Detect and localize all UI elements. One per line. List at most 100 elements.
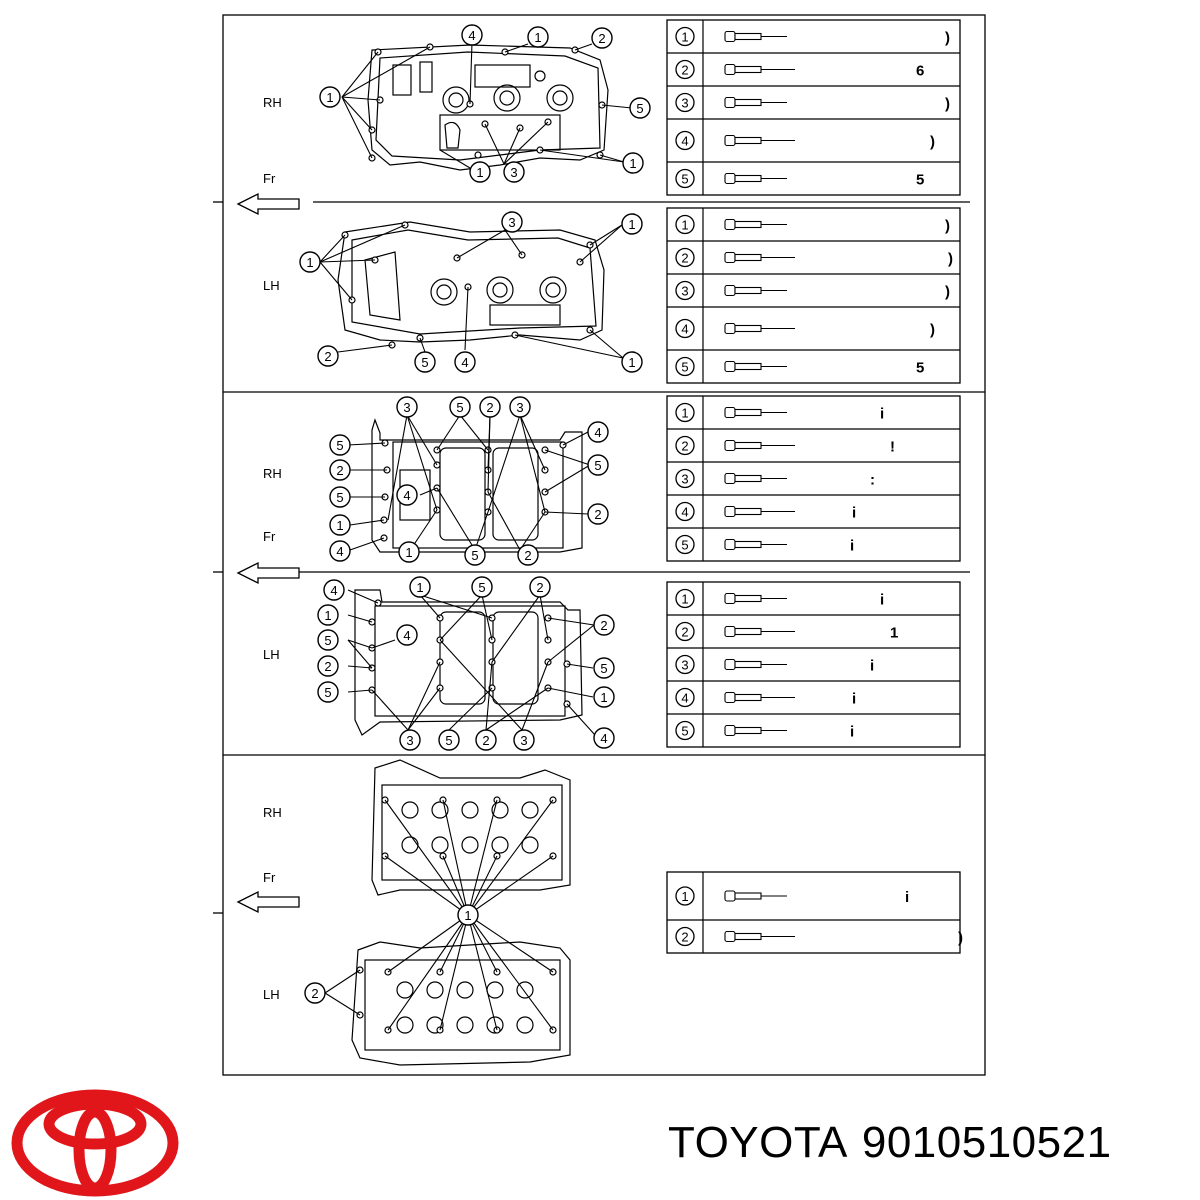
- callout-badge: [675, 720, 695, 741]
- legend-glyph: 1: [890, 625, 898, 642]
- bolt-icon: [724, 890, 787, 902]
- callout-badge: [675, 654, 695, 675]
- legend-glyph: 6: [916, 63, 924, 80]
- svg-text:3: 3: [406, 733, 413, 748]
- svg-text:2: 2: [324, 659, 331, 674]
- callout-number: 5: [681, 360, 688, 375]
- bolt-icon: [724, 538, 787, 551]
- svg-text:1: 1: [324, 608, 331, 623]
- svg-text:1: 1: [306, 255, 313, 270]
- callout-badge: [675, 588, 695, 609]
- svg-text:3: 3: [520, 733, 527, 748]
- callout-number: 1: [681, 592, 688, 607]
- legend-glyph: i: [850, 538, 854, 555]
- legend-glyph: i: [852, 691, 856, 708]
- legend-table: [666, 207, 961, 384]
- callout-number: 4: [681, 691, 688, 706]
- callout-badge: [675, 247, 695, 268]
- svg-text:4: 4: [600, 731, 607, 746]
- bolt-icon: [724, 360, 787, 373]
- legend-glyph: ): [948, 251, 953, 268]
- bolt-icon: [724, 439, 795, 452]
- callout-number: 1: [681, 406, 688, 421]
- brand-name: TOYOTA: [668, 1118, 848, 1167]
- legend-glyph: :: [870, 472, 875, 489]
- callout-badge: [675, 468, 695, 489]
- callout-badge: [675, 926, 695, 947]
- callout-badge: [675, 621, 695, 642]
- callout-badge: [675, 59, 695, 80]
- legend-glyph: 5: [916, 172, 924, 189]
- svg-text:1: 1: [405, 545, 412, 560]
- callout-number: 3: [681, 96, 688, 111]
- svg-text:5: 5: [456, 400, 463, 415]
- legend-table: [666, 871, 961, 954]
- bolt-icon: [724, 172, 787, 185]
- svg-text:2: 2: [524, 548, 531, 563]
- legend-row: 4): [675, 318, 935, 339]
- legend-glyph: ): [930, 134, 935, 151]
- callout-badge: [675, 214, 695, 235]
- legend-glyph: ): [945, 284, 950, 301]
- label-fr-2: Fr: [263, 529, 276, 544]
- svg-text:4: 4: [594, 425, 601, 440]
- part-number: 9010510521: [861, 1118, 1112, 1167]
- label-rh-1: RH: [263, 95, 282, 110]
- callout-number: 4: [681, 505, 688, 520]
- label-lh-3: LH: [263, 987, 280, 1002]
- callout-badge: [675, 534, 695, 555]
- callout-number: 5: [681, 538, 688, 553]
- legend-glyph: i: [880, 406, 884, 423]
- bolt-icon: [724, 930, 795, 943]
- legend-row: 2): [675, 926, 963, 947]
- svg-text:2: 2: [482, 733, 489, 748]
- svg-text:4: 4: [468, 28, 475, 43]
- legend-glyph: 5: [916, 360, 924, 377]
- legend-row: 3): [675, 280, 950, 301]
- svg-text:1: 1: [416, 580, 423, 595]
- legend-glyph: i: [852, 505, 856, 522]
- callout-number: 1: [681, 218, 688, 233]
- callout-number: 2: [681, 930, 688, 945]
- callout-number: 2: [681, 625, 688, 640]
- svg-text:1: 1: [628, 217, 635, 232]
- legend-row: 1): [675, 26, 950, 47]
- diagram-frame: [213, 14, 986, 1076]
- callout-badge: [675, 92, 695, 113]
- callout-number: 5: [681, 724, 688, 739]
- label-fr-1: Fr: [263, 171, 276, 186]
- label-rh-2: RH: [263, 466, 282, 481]
- legend-glyph: i: [850, 724, 854, 741]
- bolt-icon: [724, 30, 787, 43]
- side-labels: RH Fr LH RH Fr LH RH Fr LH: [263, 95, 282, 1002]
- svg-text:2: 2: [486, 400, 493, 415]
- svg-text:1: 1: [464, 908, 471, 923]
- svg-text:2: 2: [594, 507, 601, 522]
- head-cover-lh-drawing: [337, 221, 605, 349]
- legend-row: 2): [675, 247, 953, 268]
- callouts-3: 3 5 2 3 4 5 2 5 2 5 1 4 1 5 2 4: [329, 396, 609, 566]
- toyota-logo-icon: [11, 1089, 179, 1197]
- part-caption: TOYOTA 9010510521: [668, 1118, 1126, 1168]
- callout-badge: [675, 435, 695, 456]
- svg-text:2: 2: [598, 31, 605, 46]
- bolt-icon: [724, 691, 795, 704]
- callout-badge: [675, 26, 695, 47]
- legend-row: 3:: [675, 468, 875, 489]
- bolt-icon: [724, 322, 795, 335]
- svg-text:1: 1: [628, 355, 635, 370]
- legend-glyph: ): [945, 218, 950, 235]
- svg-text:3: 3: [403, 400, 410, 415]
- label-lh-2: LH: [263, 647, 280, 662]
- svg-text:5: 5: [594, 458, 601, 473]
- svg-text:1: 1: [336, 518, 343, 533]
- callouts-2: 1 3 1 2 5 4 1: [299, 211, 643, 373]
- svg-text:4: 4: [461, 355, 468, 370]
